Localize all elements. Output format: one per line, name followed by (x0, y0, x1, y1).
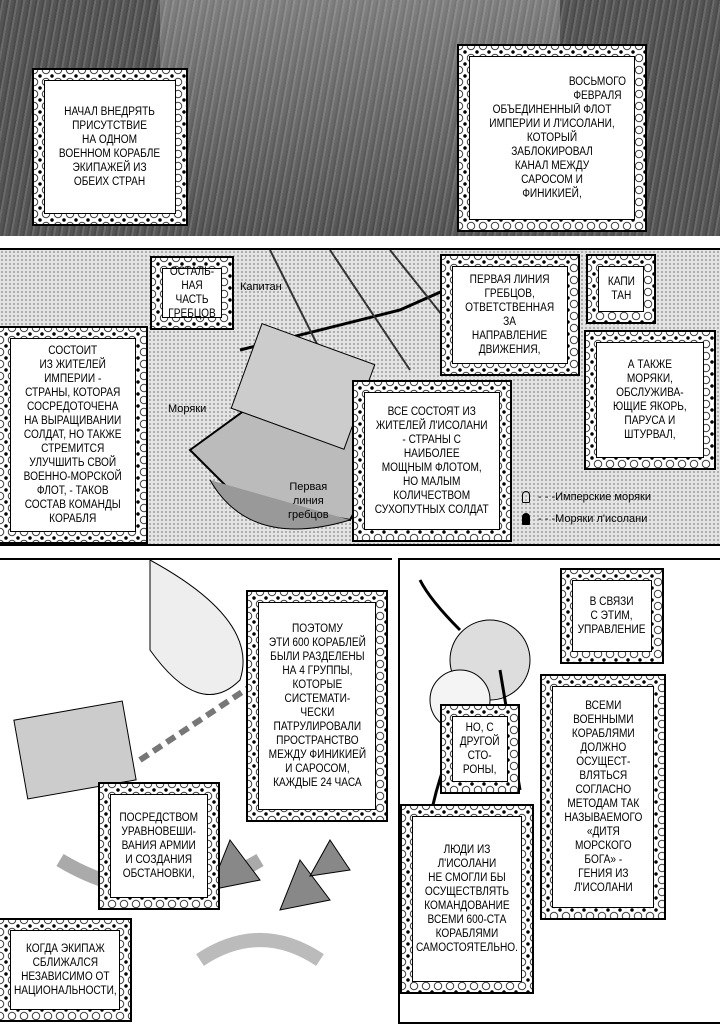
caption-text: Посредством уравновеши- вания армии и со… (119, 812, 199, 880)
caption-box: Посредством уравновеши- вания армии и со… (98, 782, 220, 910)
caption-text: Когда экипаж сближался независимо от нац… (13, 943, 117, 997)
panel-patrol-map: Поэтому эти 600 кораблей были разделены … (0, 558, 392, 1024)
caption-box: осталь- ная часть гребцов (150, 256, 234, 330)
dark-keyhole-icon (522, 513, 530, 526)
panel-ship-diagram: осталь- ная часть гребцов состоит из жит… (0, 248, 720, 546)
caption-box: Поэтому эти 600 кораблей были разделены … (246, 590, 388, 822)
caption-box: состоит из жителей империи - страны, кот… (0, 326, 148, 544)
caption-text: осталь- ная часть гребцов (168, 266, 216, 320)
legend-item: - - -Имперские моряки (522, 486, 651, 508)
caption-box: Люди из л'исолани не смогли бы осуществл… (400, 804, 534, 994)
caption-text: Объединенный флот империи и л'исолани, к… (489, 104, 615, 200)
caption-text: Начал внедрять присутствие на одном воен… (59, 106, 161, 188)
caption-text: восьмого февраля (569, 76, 627, 102)
caption-text: Люди из л'исолани не смогли бы осуществл… (416, 844, 519, 954)
caption-text: Поэтому эти 600 кораблей были разделены … (268, 623, 366, 789)
caption-box: восьмого февраляОбъединенный флот импери… (457, 44, 647, 232)
legend-label: - - -Имперские моряки (538, 491, 651, 503)
legend-item: - - -Моряки л'исолани (522, 508, 651, 530)
label-first-line: Первая линия гребцов (288, 481, 329, 521)
caption-text: Но, с другой сто- роны, (460, 722, 500, 776)
caption-box: капи тан (586, 254, 656, 324)
caption-box: В связи с этим, управление (560, 568, 664, 664)
caption-text: Первая линия гребцов, ответственная за н… (465, 274, 555, 356)
caption-text: А также моряки, обслужива- ющие якорь, п… (613, 359, 687, 441)
legend-label: - - -Моряки л'исолани (538, 513, 648, 525)
legend: - - -Имперские моряки - - -Моряки л'исол… (522, 486, 651, 530)
light-keyhole-icon (522, 491, 530, 504)
caption-text: состоит из жителей империи - страны, кот… (23, 345, 123, 525)
caption-text: всеми военными кораблями должно осущест-… (563, 700, 643, 894)
caption-box: А также моряки, обслужива- ющие якорь, п… (584, 330, 716, 470)
label-sailors: Моряки (168, 403, 207, 415)
caption-box: Но, с другой сто- роны, (440, 704, 520, 794)
character-illustration (418, 579, 531, 821)
caption-text: Все состоят из жителей л'исолани - стран… (375, 406, 489, 516)
caption-text: В связи с этим, управление (578, 596, 646, 636)
label-captain: Капитан (240, 281, 282, 293)
caption-text: капи тан (607, 276, 635, 302)
panel-fleet-rain: Начал внедрять присутствие на одном воен… (0, 0, 720, 236)
caption-box: Все состоят из жителей л'исолани - стран… (352, 380, 512, 542)
caption-box: Первая линия гребцов, ответственная за н… (440, 254, 580, 376)
ship-illustration (188, 250, 491, 530)
caption-box: Когда экипаж сближался независимо от нац… (0, 918, 132, 1022)
panel-sea-god-child: В связи с этим, управление всеми военным… (398, 558, 720, 1024)
caption-box: всеми военными кораблями должно осущест-… (540, 674, 666, 920)
caption-box: Начал внедрять присутствие на одном воен… (32, 68, 188, 226)
